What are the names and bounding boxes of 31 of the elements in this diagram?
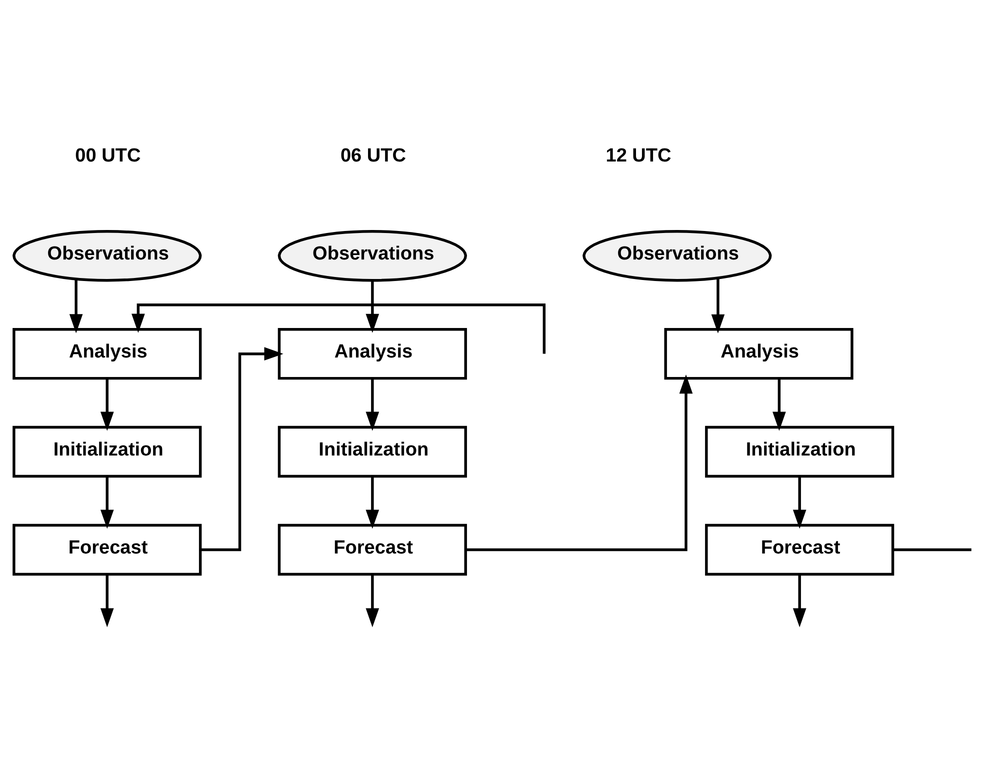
- arrow: [366, 280, 380, 332]
- arrow: [132, 303, 546, 354]
- node-box: Analysis: [664, 327, 854, 380]
- node-box: Initialization: [278, 425, 467, 478]
- label: 06 UTC: [340, 145, 406, 166]
- node-box: Forecast: [278, 523, 467, 576]
- arrow: [466, 374, 693, 551]
- node-box: Forecast: [12, 523, 202, 576]
- arrow: [100, 476, 114, 528]
- node-box: Analysis: [12, 327, 202, 380]
- arrow: [792, 574, 806, 627]
- arrow: [100, 574, 114, 627]
- connector: [893, 548, 972, 551]
- arrow: [792, 476, 806, 528]
- node-ellipse: Observations: [12, 230, 202, 282]
- node-box: Analysis: [278, 327, 467, 380]
- node-ellipse: Observations: [278, 230, 467, 282]
- node-box: Initialization: [705, 425, 894, 478]
- node-ellipse: Observations: [582, 230, 772, 282]
- arrow: [772, 378, 786, 430]
- arrow: [100, 378, 114, 430]
- node-box: Forecast: [705, 523, 894, 576]
- label: 00 UTC: [75, 145, 141, 166]
- label: 12 UTC: [606, 145, 672, 166]
- node-box: Initialization: [12, 425, 202, 478]
- arrow: [366, 476, 380, 528]
- arrow: [200, 346, 284, 551]
- arrow: [711, 278, 725, 333]
- arrow: [69, 278, 83, 333]
- arrow: [366, 574, 380, 627]
- arrow: [366, 378, 380, 430]
